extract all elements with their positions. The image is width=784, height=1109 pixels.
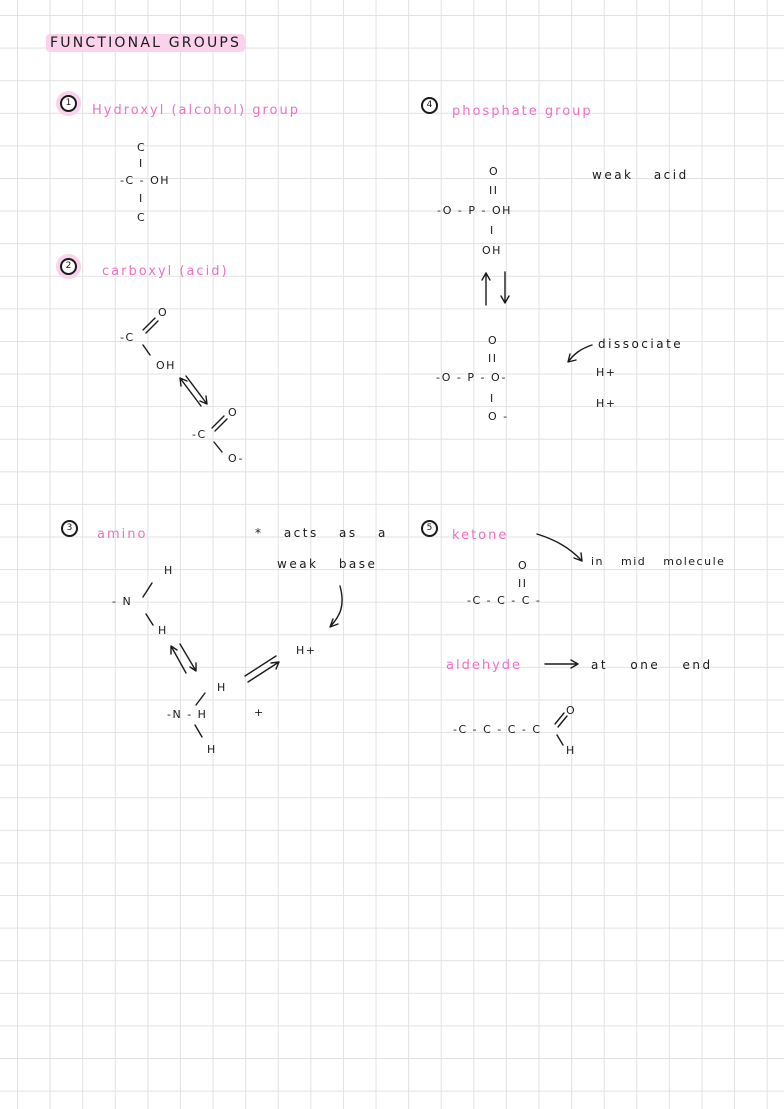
phosphate-label: I <box>490 392 495 405</box>
ketone-heading: ketone <box>452 528 509 543</box>
hydroxyl-label: I <box>139 192 144 205</box>
aldehyde-label: O <box>566 704 577 717</box>
aldehyde-double-bond <box>554 712 568 728</box>
hydroxyl-label: C <box>137 141 147 154</box>
amino-arrow-down <box>179 643 197 672</box>
section-number-5: 5 <box>421 520 438 537</box>
carboxylate-double-bond <box>211 415 228 432</box>
aldehyde-note: at one end <box>591 658 713 672</box>
phosphate-h-plus: H+ <box>596 397 617 410</box>
aldehyde-label: -C - C - C - C <box>453 723 542 736</box>
hydroxyl-label: -C - OH <box>120 174 171 187</box>
carboxyl-label: -C <box>192 428 207 441</box>
section-number-4: 4 <box>421 97 438 114</box>
hydroxyl-heading: Hydroxyl (alcohol) group <box>92 103 300 118</box>
phosphate-label: OH <box>482 244 502 257</box>
section-number-1: 1 <box>60 95 77 112</box>
dissociate-arrow <box>567 344 593 363</box>
phosphate-label: O - <box>488 410 509 423</box>
phosphate-label: II <box>488 352 498 365</box>
ketone-label: II <box>518 577 528 590</box>
carboxyl-arrow-up <box>179 377 202 407</box>
hydroxyl-label: C <box>137 211 147 224</box>
phosphate-note: weak acid <box>592 168 689 182</box>
ketone-label: -C - C - C - <box>467 594 542 607</box>
ketone-note: in mid molecule <box>591 555 726 568</box>
ketone-arrow <box>536 533 583 562</box>
phosphate-label: -O - P - OH <box>437 204 512 217</box>
carboxyl-label: O <box>158 306 169 319</box>
carboxyl-label: OH <box>156 359 176 372</box>
carboxyl-label: O <box>228 406 239 419</box>
carboxyl-arrow-down <box>185 375 208 405</box>
amino-label: - N <box>112 595 133 608</box>
hydroxyl-label: I <box>139 157 144 170</box>
dissociate-label: dissociate <box>598 337 684 351</box>
page-title: FUNCTIONAL GROUPS <box>46 34 246 52</box>
aldehyde-heading: aldehyde <box>446 658 523 673</box>
amino-bond <box>145 613 154 626</box>
phosphate-arrow-down <box>500 271 510 304</box>
amino-label: -N - H <box>167 708 208 721</box>
aldehyde-arrow <box>544 659 579 669</box>
amino-label: H <box>164 564 174 577</box>
phosphate-h-plus: H+ <box>596 366 617 379</box>
amino-note: weak base <box>277 557 378 571</box>
ketone-label: O <box>518 559 529 572</box>
section-number-3: 3 <box>61 520 78 537</box>
carboxyl-double-bond <box>142 317 159 334</box>
amino-bond <box>142 582 153 598</box>
phosphate-label: II <box>489 184 499 197</box>
carboxylate-single-bond <box>213 441 223 453</box>
phosphate-label: I <box>490 224 495 237</box>
carboxyl-single-bond <box>142 344 151 356</box>
weak-base-arrow <box>329 585 343 628</box>
aldehyde-label: H <box>566 744 576 757</box>
amino-heading: amino <box>97 527 148 542</box>
section-number-2: 2 <box>60 258 77 275</box>
phosphate-arrow-up <box>481 272 491 306</box>
amino-label: H <box>217 681 227 694</box>
amino-arrow-up <box>170 645 187 674</box>
phosphate-label: O <box>488 334 499 347</box>
carboxyl-label: O- <box>228 452 244 465</box>
amino-bond <box>194 724 203 738</box>
amino-h-plus-arrow <box>244 655 280 683</box>
amino-label: H <box>158 624 168 637</box>
amino-h-plus: H+ <box>296 644 317 657</box>
amino-bond <box>195 692 206 706</box>
aldehyde-single-bond <box>556 734 564 746</box>
amino-label: + <box>254 706 265 719</box>
phosphate-heading: phosphate group <box>452 104 593 119</box>
carboxyl-label: -C <box>120 331 135 344</box>
phosphate-label: O <box>489 165 500 178</box>
amino-label: H <box>207 743 217 756</box>
carboxyl-heading: carboxyl (acid) <box>102 264 229 279</box>
phosphate-label: -O - P - O- <box>436 371 507 384</box>
amino-note: * acts as a <box>255 526 388 540</box>
